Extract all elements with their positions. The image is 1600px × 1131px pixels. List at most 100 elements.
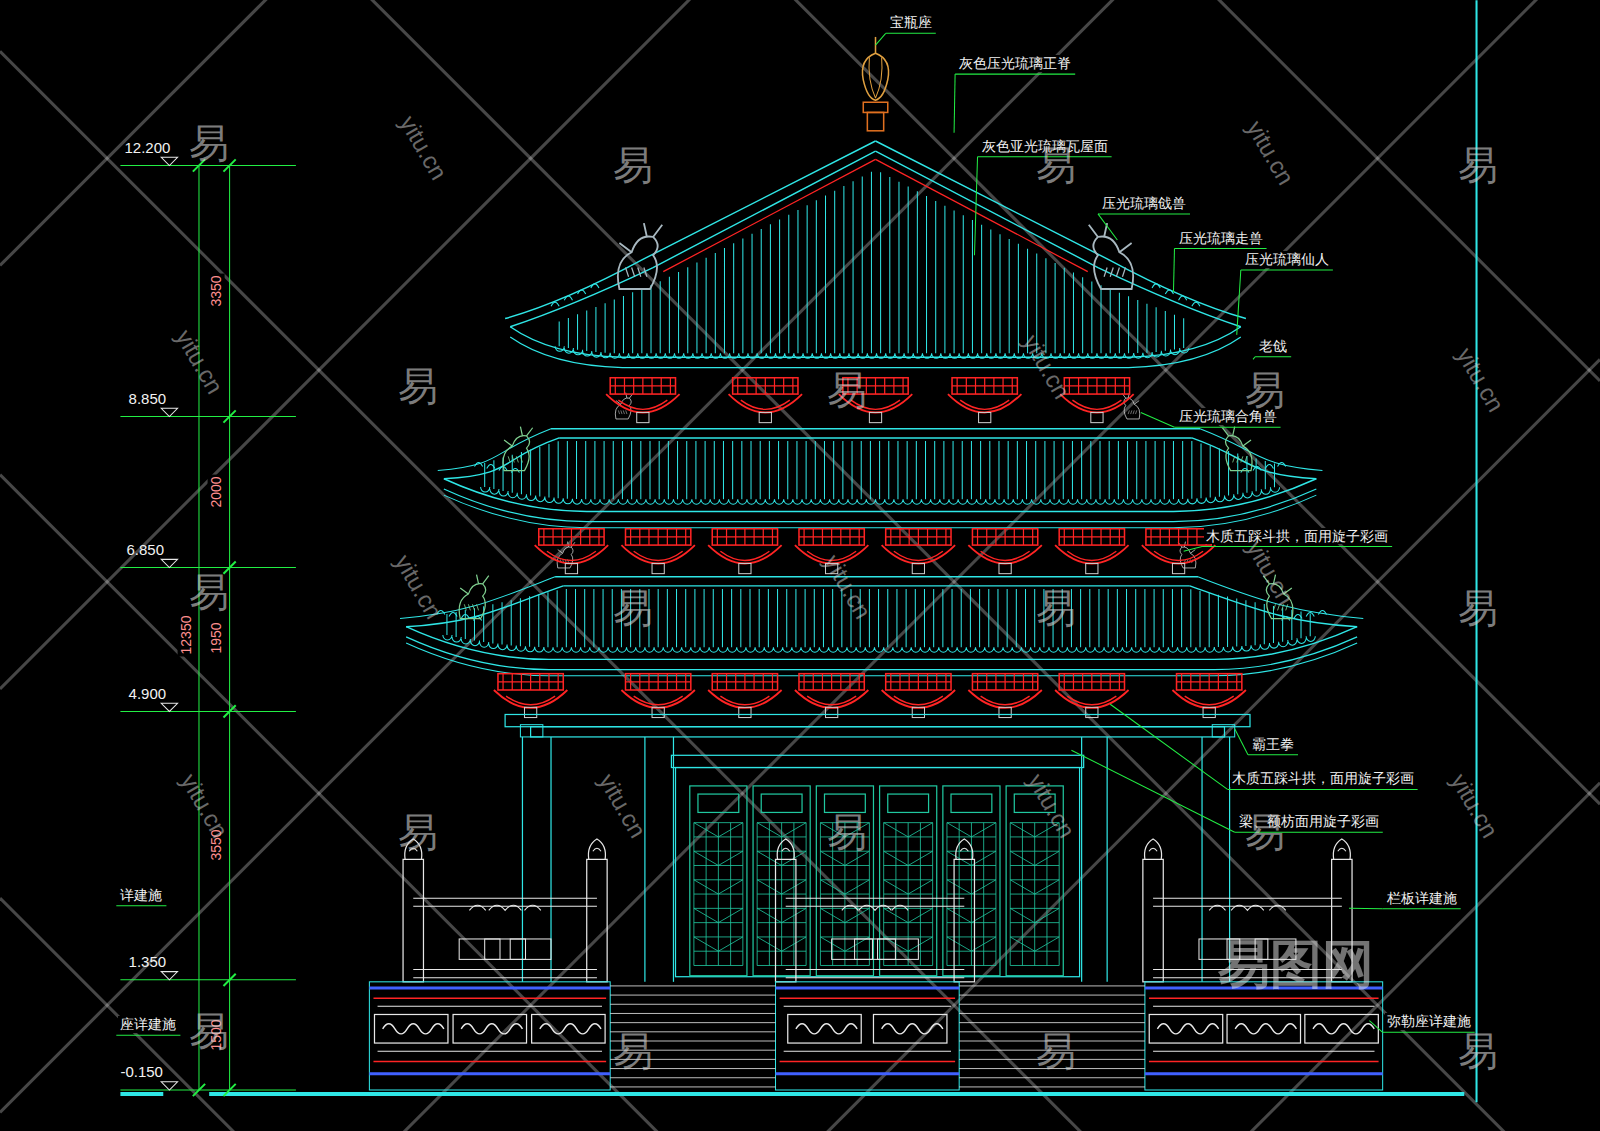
- bracket-base: [869, 412, 881, 422]
- callout-label: 灰色压光琉璃正脊: [957, 55, 1073, 72]
- beast-body: [615, 398, 631, 419]
- callout-label: 木质五踩斗拱，面用旋子彩画: [1204, 528, 1390, 545]
- watermark-line: [0, 783, 1600, 1131]
- balustrade: [403, 839, 1352, 982]
- beast-scale: [618, 410, 619, 414]
- rail-panel: [832, 939, 873, 959]
- dougong-bracket: [1172, 674, 1245, 718]
- bracket-line: [972, 536, 1037, 537]
- small-beast: [449, 612, 457, 616]
- beast-horn: [558, 542, 575, 554]
- beast-scale: [516, 456, 518, 462]
- scroll-ornament: [882, 1024, 943, 1034]
- leader-line: [1228, 789, 1418, 790]
- top-roof: [505, 141, 1246, 368]
- level-symbol: [161, 1082, 177, 1090]
- leader-line: [1369, 1021, 1382, 1033]
- beast-scale: [472, 604, 474, 610]
- leader-line: [1237, 270, 1241, 335]
- watermark-line: [0, 475, 1600, 1131]
- bracket-bowl: [720, 696, 769, 705]
- bracket-block: [610, 378, 675, 394]
- bracket-block: [799, 529, 864, 545]
- baluster-post: [776, 859, 796, 981]
- level-value: 8.850: [129, 390, 167, 408]
- door-lattice: [1010, 823, 1059, 966]
- beast-horn: [1089, 223, 1132, 252]
- base-band: [1149, 1061, 1379, 1063]
- bracket-bowl: [547, 551, 596, 560]
- dimension-value: 1950: [208, 620, 225, 655]
- baluster-post: [1143, 859, 1163, 981]
- dimension-value: 2000: [208, 474, 225, 509]
- leader-line: [1110, 704, 1227, 789]
- level-line: [120, 567, 296, 568]
- base-band: [378, 1051, 602, 1052]
- vase-ornament: [1231, 905, 1264, 910]
- watermark: yitu.cn: [1241, 116, 1301, 190]
- bracket-base: [1091, 412, 1103, 422]
- leader-line: [1253, 357, 1255, 360]
- watermark-line: [0, 0, 1600, 266]
- bracket-block: [972, 674, 1037, 690]
- watermark: 易: [189, 119, 229, 167]
- bracket-bowl: [634, 551, 683, 560]
- carved-panel: [873, 1014, 946, 1043]
- watermark-line: [0, 0, 1600, 689]
- bawangquan: [520, 725, 542, 737]
- bracket-bowl: [494, 690, 567, 708]
- callout-label: 压光琉璃走兽: [1177, 230, 1265, 247]
- eave-line: [444, 495, 1316, 528]
- carved-panel: [453, 1014, 526, 1043]
- bracket-bowl: [948, 394, 1021, 412]
- dougong-bracket: [535, 529, 608, 574]
- beast-scale: [468, 604, 470, 610]
- small-beast: [1179, 296, 1187, 300]
- vase-ornament: [892, 905, 908, 910]
- finial: [862, 37, 888, 131]
- door-panel: [816, 786, 873, 976]
- base-band: [373, 997, 606, 999]
- level-line: [120, 416, 296, 417]
- leader-line: [1349, 908, 1383, 909]
- stair-step: [610, 986, 1145, 1087]
- roof-beast: [459, 575, 489, 619]
- beast-scale: [1131, 410, 1132, 414]
- scroll-ornament: [1235, 1024, 1296, 1034]
- ridge: [551, 429, 1200, 438]
- bracket-bowl: [795, 690, 868, 708]
- small-beast: [1294, 614, 1302, 618]
- watermark: 易: [1245, 366, 1285, 414]
- leader-line: [1071, 750, 1234, 832]
- bracket-bowl: [1154, 551, 1203, 560]
- callout-label: 栏板详建施: [1385, 890, 1459, 907]
- carved-panel: [788, 1014, 861, 1043]
- finial-base: [863, 102, 887, 112]
- watermark: yitu.cn: [1241, 536, 1301, 610]
- door-window: [698, 794, 739, 812]
- bracket-bowl: [968, 545, 1041, 563]
- bracket-bowl: [741, 400, 790, 409]
- bracket-line: [539, 536, 604, 537]
- vase-ornament: [469, 905, 485, 910]
- eave-line: [510, 327, 1241, 358]
- dougong-bracket: [795, 674, 868, 718]
- base-band: [1145, 1072, 1383, 1075]
- bracket-line: [626, 681, 691, 682]
- bracket-line: [886, 536, 951, 537]
- bracket-bowl: [1072, 400, 1121, 409]
- bracket-bowl: [960, 400, 1009, 409]
- rail-panel: [878, 939, 919, 959]
- beast-scale: [464, 604, 466, 610]
- dimension-line: [229, 166, 230, 1090]
- bracket-base: [652, 707, 664, 717]
- dimension-value: 12350: [177, 613, 194, 656]
- small-beast: [578, 290, 586, 294]
- watermark-line: [0, 898, 1600, 1131]
- level-symbol: [161, 559, 177, 567]
- beast-scale: [477, 604, 479, 610]
- bracket-block: [952, 378, 1017, 394]
- beam: [531, 727, 1225, 737]
- bracket-bowl: [621, 690, 694, 708]
- roof-slope: [1200, 429, 1322, 471]
